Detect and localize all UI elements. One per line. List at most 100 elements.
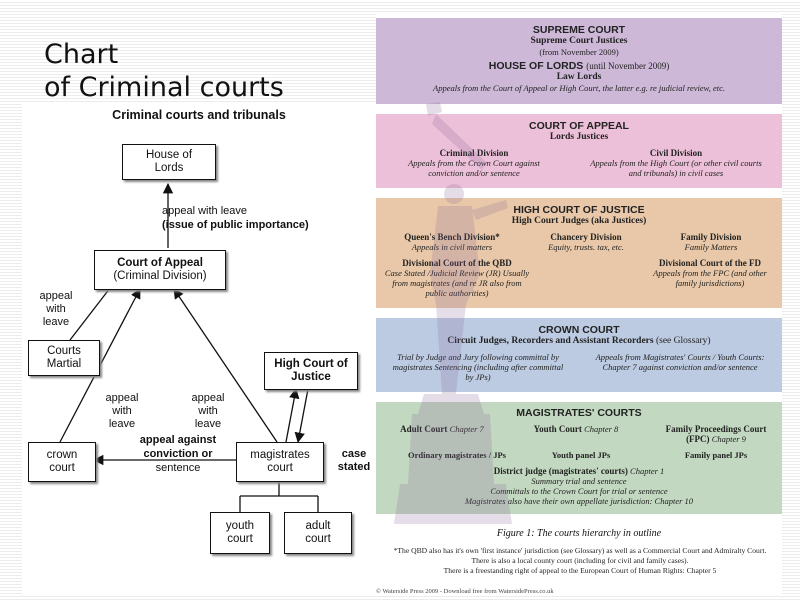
magistrates-court-label: magistrates court [250,449,310,474]
arrow-mags-to-coa [173,288,278,443]
high-heading: HIGH COURT OF JUSTICE [513,204,645,216]
youth-court: Youth Court Chapter 8 [516,424,636,434]
slide-title-line2: of Criminal courts [44,72,284,103]
slide-title-line1: Chart [44,39,119,70]
crown-sub-row: Circuit Judges, Recorders and Assistant … [376,336,782,347]
appeal-heading: COURT OF APPEAL [529,120,629,132]
magistrates-court-box: magistrates court [236,442,324,482]
youth-panel-jps: Youth panel JPs [551,450,611,460]
appeal-bg [376,114,782,188]
dc-qbd: Divisional Court of the QBD Case Stated … [382,258,532,298]
adult-court: Adult Court Chapter 7 [382,424,502,434]
fpc-ch: Chapter 9 [711,434,746,444]
lords-date: (until November 2009) [586,61,670,71]
supreme-court-section: SUPREME COURT Supreme Court Justices (fr… [376,18,782,104]
district-ch: Chapter 1 [630,466,665,476]
crown-heading: CROWN COURT [538,324,620,336]
mags-heading: MAGISTRATES' COURTS [516,407,642,419]
diagram-connectors [59,182,319,512]
qbd-text: Appeals in civil matters [411,242,493,252]
crown-sub: Circuit Judges, Recorders and Assistant … [447,336,654,346]
youth-title: Youth Court [533,424,582,434]
chancery-text: Equity, trusts. tax, etc. [548,242,624,252]
adult-ch: Chapter 7 [450,424,484,434]
qbd-title: Queen's Bench Division* [404,232,500,242]
house-of-lords-label: House of Lords [145,149,193,174]
chancery-title: Chancery Division [550,232,622,242]
footnote-echr: There is a freestanding right of appeal … [443,566,717,575]
adult-court-box: adult court [284,512,352,554]
figure-caption: Figure 1: The courts hierarchy in outlin… [496,528,662,539]
case-stated-label: case stated [337,448,371,473]
crown-court-section: CROWN COURT Circuit Judges, Recorders an… [376,318,782,392]
appeal-with-leave-crown-label: appeal with leave [105,392,139,430]
diagram-title: Criminal courts and tribunals [112,108,286,122]
crown-see: (see Glossary) [655,336,711,346]
crown-right-text: Appeals from Magistrates' Courts / Youth… [595,352,765,372]
court-of-appeal-label: Court of Appeal [117,257,203,269]
footnote-qbd: *The QBD also has it's own 'first instan… [393,546,767,565]
arrow-mags-to-high [285,387,300,443]
youth-ch: Chapter 8 [584,424,619,434]
public-importance-label: (issue of public importance) [162,219,309,231]
dc-qbd-title: Divisional Court of the QBD [402,258,512,268]
lords-sub: Law Lords [556,72,602,82]
criminal-division-text: Appeals from the Crown Court against con… [408,158,540,178]
fpc: Family Proceedings Court (FPC) Chapter 9 [656,424,776,444]
mags-bg [376,402,782,514]
high-court-label: High Court of Justice [274,358,348,383]
crown-court-box: crown court [28,442,96,482]
lords-row: HOUSE OF LORDS (until November 2009) [376,60,782,72]
supreme-appeals: Appeals from the Court of Appeal or High… [433,83,725,93]
mags-line1: Summary trial and sentence [531,476,627,486]
fpc-title: Family Proceedings Court (FPC) [665,424,767,444]
family-title: Family Division [680,232,742,242]
youth-court-box: youth court [210,512,270,554]
supreme-date: (from November 2009) [539,47,619,57]
dc-fd-title: Divisional Court of the FD [659,258,761,268]
mags-line2: Committals to the Crown Court for trial … [490,486,668,496]
lords-heading: HOUSE OF LORDS [488,60,584,72]
crown-bg [376,318,782,392]
magistrates-section: MAGISTRATES' COURTS Adult Court Chapter … [376,402,782,514]
family-panel-jps: Family panel JPs [684,450,748,460]
civil-division-title: Civil Division [649,148,703,158]
courts-martial-label: Courts Martial [46,345,82,370]
crown-court-label: crown court [46,449,78,474]
district-judge: District judge (magistrates' courts) Cha… [376,466,782,506]
family-text: Family Matters [684,242,738,252]
qbd: Queen's Bench Division* Appeals in civil… [382,232,522,252]
ordinary-jps: Ordinary magistrates / JPs [408,450,506,460]
dc-qbd-text: Case Stated /Judicial Review (JR) Usuall… [384,268,530,298]
court-of-appeal-box: Court of Appeal (Criminal Division) [94,250,226,290]
courts-martial-box: Courts Martial [28,340,100,376]
sentence-label: sentence [155,462,201,474]
arrow-crown-to-coa [59,288,141,443]
criminal-division-title: Criminal Division [439,148,509,158]
civil-division: Civil Division Appeals from the High Cou… [586,148,766,178]
civil-division-text: Appeals from the High Court (or other ci… [590,158,762,178]
high-court-section: HIGH COURT OF JUSTICE High Court Judges … [376,198,782,308]
appeal-sub: Lords Justices [549,132,609,142]
chancery: Chancery Division Equity, trusts. tax, e… [526,232,646,252]
family-division: Family Division Family Matters [656,232,766,252]
copyright-line: © Waterside Press 2009 - Download free f… [376,588,554,595]
adult-title: Adult Court [400,424,447,434]
supreme-heading: SUPREME COURT [532,24,626,36]
court-of-appeal-sub: (Criminal Division) [113,270,207,282]
criminal-courts-diagram: Criminal courts and tribunals House of L… [22,104,376,594]
supreme-sub: Supreme Court Justices [530,36,628,46]
mags-line3: Magistrates also have their own appellat… [464,496,694,506]
court-of-appeal-section: COURT OF APPEAL Lords Justices Criminal … [376,114,782,188]
dc-fd-text: Appeals from the FPC (and other family j… [653,268,767,288]
adult-court-label: adult court [305,520,331,545]
appeal-leave-hol-label: appeal with leave [162,205,248,217]
high-bg [376,198,782,308]
appeal-with-leave-mags-label: appeal with leave [191,392,225,430]
appeal-with-leave-martial-label: appeal with leave [39,290,73,328]
crown-left-text: Trial by Judge and Jury following commit… [392,352,564,382]
justice-statue-watermark [394,102,512,524]
slide-title: Chart of Criminal courts [44,38,284,104]
conviction-or-label: conviction or [143,448,213,460]
house-of-lords-box: House of Lords [122,144,216,180]
